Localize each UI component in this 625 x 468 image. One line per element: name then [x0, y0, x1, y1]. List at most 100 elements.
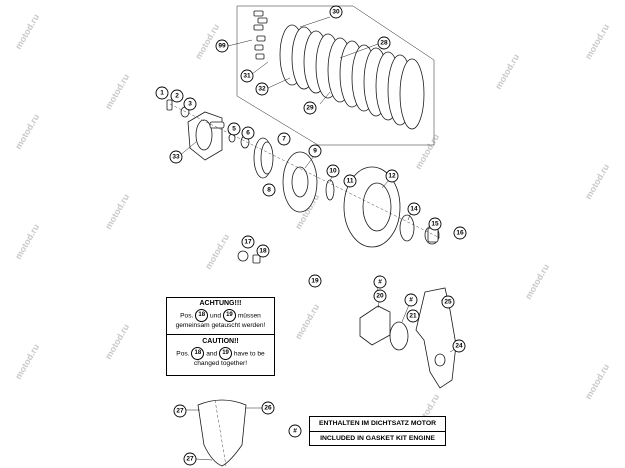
watermark-text: motod.ru [13, 222, 41, 261]
warning-line2-de: gemeinsam getauscht werden! [175, 321, 266, 329]
callout-7: 7 [277, 132, 291, 146]
callout-1: 1 [155, 86, 169, 100]
watermark-text: motod.ru [203, 232, 231, 271]
warning-tail-en: have to be [233, 350, 265, 358]
callout-label: 27 [176, 408, 184, 415]
callout-11: 11 [343, 174, 357, 188]
watermark-text: motod.ru [583, 362, 611, 401]
callout-label: 6 [246, 130, 250, 137]
callout-label: 2 [175, 93, 179, 100]
warning-title-en: CAUTION!! [202, 338, 239, 346]
spring-pieces [253, 10, 268, 60]
callout-label: 28 [380, 40, 388, 47]
callout-28: 28 [377, 36, 391, 50]
callout-label: 30 [332, 9, 340, 16]
callout-14: 14 [407, 202, 421, 216]
callout-15: 15 [428, 217, 442, 231]
callout-9: 9 [308, 144, 322, 158]
callout-label: # [378, 279, 382, 286]
watermark-text: motod.ru [523, 262, 551, 301]
warning-pos-en: Pos. [176, 350, 190, 358]
callout-label: # [409, 297, 413, 304]
ref-18-en: 18 [191, 346, 205, 360]
callout-29: 29 [303, 101, 317, 115]
watermark-text: motod.ru [103, 192, 131, 231]
callout-label: 27 [186, 456, 194, 463]
callout-label: 25 [444, 299, 452, 306]
watermark-text: motod.ru [413, 132, 441, 171]
watermark-text: motod.ru [293, 302, 321, 341]
gasket-kit-legend: ENTHALTEN IM DICHTSATZ MOTOR INCLUDED IN… [309, 416, 446, 446]
callout-17: 17 [241, 235, 255, 249]
warning-line2-en: changed together! [193, 359, 248, 367]
clutch-disc-stack [279, 24, 425, 130]
ref-19-en: 19 [219, 346, 233, 360]
warning-and: and [206, 350, 218, 358]
plate-pack-frame [236, 5, 435, 146]
callout-label: 99 [218, 43, 226, 50]
callout-6: 6 [241, 126, 255, 140]
callout-label: 18 [259, 248, 267, 255]
callout-label: 19 [311, 278, 319, 285]
callout-2: 2 [170, 89, 184, 103]
callout-hash-a: # [373, 275, 387, 289]
callout-27-bottom: 27 [183, 452, 197, 466]
callout-label: 9 [313, 148, 317, 155]
bottom-gasket [197, 399, 247, 467]
callout-27-top: 27 [173, 404, 187, 418]
ref-18-de: 18 [195, 308, 209, 322]
callout-19: 19 [308, 274, 322, 288]
callout-label: 21 [409, 313, 417, 320]
callout-hash-b: # [404, 293, 418, 307]
callout-label: 29 [306, 105, 314, 112]
callout-label: 12 [388, 173, 396, 180]
callout-12: 12 [385, 169, 399, 183]
callout-label: 24 [455, 343, 463, 350]
warning-line-de: Pos. 18 und 19 müssen [167, 308, 274, 322]
callout-24: 24 [452, 339, 466, 353]
warning-title-de: ACHTUNG!!! [199, 300, 242, 307]
warning-line-en: Pos. 18 and 19 have to be [167, 346, 274, 360]
callout-hash-legend: # [288, 424, 302, 438]
callout-21: 21 [406, 309, 420, 323]
callout-label: 32 [258, 86, 266, 93]
warning-tail-de: müssen [237, 311, 261, 319]
callout-99: 99 [215, 39, 229, 53]
pressure-parts [166, 99, 250, 161]
watermark-text: motod.ru [493, 52, 521, 91]
lower-cover-parts [359, 287, 457, 389]
callout-label: 11 [347, 178, 354, 185]
callout-label: 14 [410, 206, 418, 213]
watermark-text: motod.ru [583, 22, 611, 61]
watermark-text: motod.ru [583, 162, 611, 201]
callout-label: # [293, 428, 297, 435]
callout-31: 31 [240, 69, 254, 83]
legend-en: INCLUDED IN GASKET KIT ENGINE [310, 431, 445, 446]
callout-label: 7 [282, 136, 286, 143]
callout-label: 20 [376, 293, 384, 300]
pos-17-18-parts [237, 250, 261, 264]
ref-19-de: 19 [222, 308, 236, 322]
callout-32: 32 [255, 82, 269, 96]
note-divider [167, 334, 274, 336]
watermark-text: motod.ru [13, 112, 41, 151]
clutch-basket [253, 137, 440, 248]
callout-label: 26 [264, 405, 272, 412]
callout-16: 16 [453, 226, 467, 240]
callout-3: 3 [183, 97, 197, 111]
callout-label: 31 [243, 73, 251, 80]
callout-label: 5 [232, 126, 236, 133]
callout-label: 1 [160, 90, 164, 97]
callout-26: 26 [261, 401, 275, 415]
warning-pos-de: Pos. [180, 311, 194, 319]
warning-und: und [210, 311, 222, 319]
callout-label: 10 [329, 168, 337, 175]
callout-label: 8 [267, 187, 271, 194]
callout-25: 25 [441, 295, 455, 309]
watermark-text: motod.ru [103, 322, 131, 361]
callout-8: 8 [262, 183, 276, 197]
watermark-text: motod.ru [103, 72, 131, 111]
callout-label: 17 [244, 239, 252, 246]
watermark-text: motod.ru [13, 12, 41, 51]
